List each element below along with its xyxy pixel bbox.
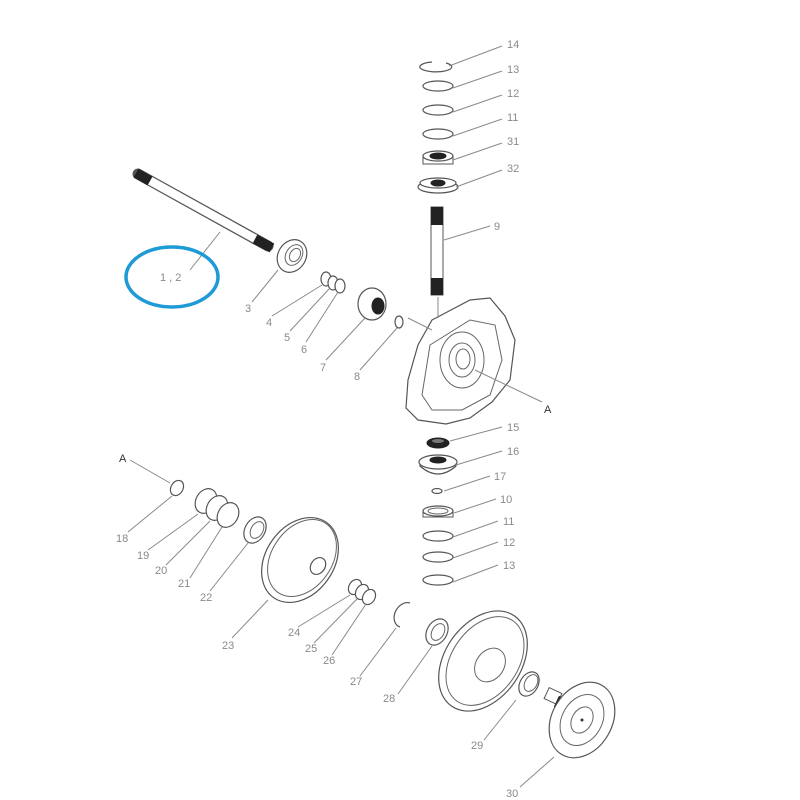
ring-part-12-top[interactable] <box>422 104 454 116</box>
oring-part-8[interactable] <box>394 315 404 329</box>
rings-part-24-25-26[interactable] <box>346 577 378 607</box>
callout-13-b: 13 <box>503 560 515 572</box>
callout-19: 19 <box>137 550 149 562</box>
callout-29: 29 <box>471 740 483 752</box>
callout-9: 9 <box>494 221 500 233</box>
callout-20: 20 <box>155 565 167 577</box>
callout-22: 22 <box>200 592 212 604</box>
ring-part-13-top[interactable] <box>422 80 454 92</box>
callout-11-b: 11 <box>503 516 514 528</box>
callout-21: 21 <box>178 578 190 590</box>
ring-part-11-top[interactable] <box>422 128 454 140</box>
shaft-part-1-2[interactable] <box>132 168 275 253</box>
snap-ring-part-27[interactable] <box>393 602 411 628</box>
callout-11: 11 <box>507 112 518 124</box>
callout-10: 10 <box>500 494 512 506</box>
seal-part-29[interactable] <box>515 668 544 700</box>
seal-part-18[interactable] <box>168 478 186 498</box>
cover-part-23[interactable] <box>246 503 354 617</box>
callout-12: 12 <box>507 88 519 100</box>
callout-a-bottom: A <box>119 453 127 465</box>
callout-23: 23 <box>222 640 234 652</box>
callout-15: 15 <box>507 422 519 434</box>
callout-13: 13 <box>507 64 519 76</box>
seal-part-28[interactable] <box>421 615 452 649</box>
bearing-part-31[interactable] <box>422 150 454 165</box>
cap-part-16[interactable] <box>418 454 458 475</box>
callout-31: 31 <box>507 136 519 148</box>
output-flange-part-30[interactable] <box>536 670 628 769</box>
snap-ring-part-14[interactable] <box>419 61 453 73</box>
bearing-part-22[interactable] <box>239 513 270 547</box>
bearing-part-10[interactable] <box>422 505 454 518</box>
leader-lines <box>127 45 555 788</box>
callout-3: 3 <box>245 303 251 315</box>
callout-24: 24 <box>288 627 300 639</box>
callout-1-2: 1 , 2 <box>160 272 181 284</box>
oring-part-17[interactable] <box>431 487 443 495</box>
callout-7: 7 <box>320 362 326 374</box>
ring-part-11-bottom[interactable] <box>422 530 454 542</box>
highlight-circle-part-1-2 <box>124 245 220 309</box>
callout-18: 18 <box>116 533 128 545</box>
callout-27: 27 <box>350 676 362 688</box>
seal-part-15[interactable] <box>426 437 450 449</box>
callout-28: 28 <box>383 693 395 705</box>
rings-part-19-20-21[interactable] <box>191 485 243 532</box>
ring-part-12-bottom[interactable] <box>422 551 454 563</box>
bearing-part-3[interactable] <box>271 234 312 277</box>
callout-17: 17 <box>494 471 506 483</box>
callout-30: 30 <box>506 788 518 800</box>
callout-14: 14 <box>507 39 519 51</box>
callout-16: 16 <box>507 446 519 458</box>
callout-4: 4 <box>266 317 272 329</box>
callout-a-top: A <box>544 404 552 416</box>
callout-8: 8 <box>354 371 360 383</box>
callout-6: 6 <box>301 344 307 356</box>
callout-12-b: 12 <box>503 537 515 549</box>
cap-part-32[interactable] <box>417 177 459 194</box>
callout-26: 26 <box>323 655 335 667</box>
callout-labels: 14 13 12 11 31 32 9 1 , 2 3 4 5 6 7 8 A … <box>116 39 552 800</box>
seal-part-7[interactable] <box>357 287 387 321</box>
callout-32: 32 <box>507 163 519 175</box>
shaft-part-9[interactable] <box>430 206 444 296</box>
rings-part-4-5-6[interactable] <box>320 271 346 294</box>
ring-part-13-bottom[interactable] <box>422 574 454 586</box>
gearbox-housing[interactable] <box>405 297 516 425</box>
callout-25: 25 <box>305 643 317 655</box>
flange-plate[interactable] <box>420 594 545 728</box>
callout-5: 5 <box>284 332 290 344</box>
